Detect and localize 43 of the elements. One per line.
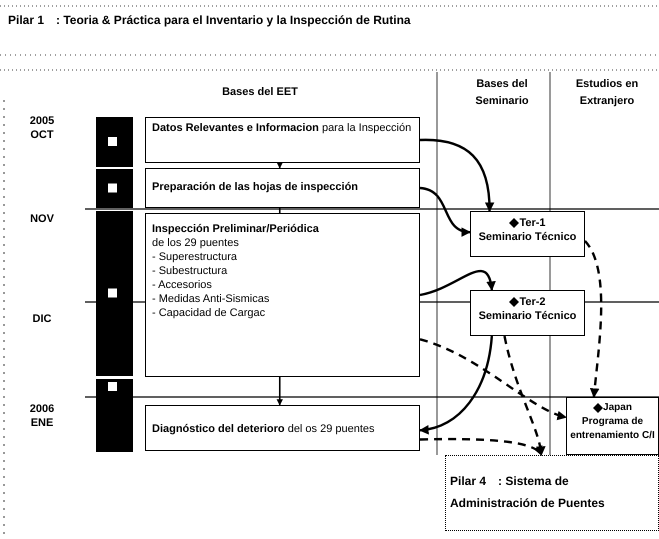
arrow <box>420 338 567 420</box>
box-title: Datos Relevantes e Informacion para la Inspección <box>152 121 412 135</box>
group-box <box>445 455 659 531</box>
month-label: 2006 ENE <box>28 402 56 430</box>
box-title: Inspección Preliminar/Periódica <box>152 222 320 236</box>
list-item: - Accesorios <box>152 278 213 292</box>
arrow <box>420 270 496 296</box>
event-box <box>470 211 585 257</box>
list-item: - Subestructura <box>152 264 228 278</box>
box-title: Diagnóstico del deterioro del os 29 puentes <box>152 422 376 436</box>
box-text: de los 29 puentes <box>152 236 240 250</box>
box-text: Seminario Técnico <box>478 309 578 323</box>
month-label: NOV <box>29 212 55 226</box>
arrow <box>584 240 602 398</box>
diagram-title: Pilar 1 : Teoria & Práctica para el Inventario y la Inspección de Rutina <box>8 12 411 29</box>
list-item: - Superestructura <box>152 250 238 264</box>
process-box <box>145 405 420 451</box>
arrow <box>419 336 494 434</box>
list-item: - Medidas Anti-Sismicas <box>152 292 270 306</box>
arrow <box>503 336 546 456</box>
event-box <box>566 397 659 455</box>
arrow <box>420 138 494 212</box>
arrow <box>276 377 283 406</box>
process-box <box>145 213 420 377</box>
month-label: DIC <box>32 312 52 326</box>
list-item: - Capacidad de Cargac <box>152 306 266 320</box>
arrow <box>420 186 471 236</box>
event-title: Ter-1 <box>519 216 546 230</box>
arrow <box>276 162 283 169</box>
event-title: Ter-2 <box>519 295 546 309</box>
process-box <box>145 117 420 163</box>
column-header: Estudios en Extranjero <box>574 77 640 109</box>
box-text: Seminario Técnico <box>478 230 578 244</box>
process-box <box>145 168 420 208</box>
arrow <box>420 438 542 456</box>
month-label: 2005 OCT <box>28 114 56 142</box>
column-header: Bases del EET <box>221 85 299 100</box>
box-text: Programa de entrenamiento C/I <box>569 415 656 443</box>
event-box <box>470 290 585 336</box>
box-title: Pilar 4 : Sistema de Administración de Puentes <box>450 473 606 512</box>
column-header: Bases del Seminario <box>474 77 530 109</box>
event-title: Japan <box>603 401 632 415</box>
box-title: Preparación de las hojas de inspección <box>152 180 360 194</box>
